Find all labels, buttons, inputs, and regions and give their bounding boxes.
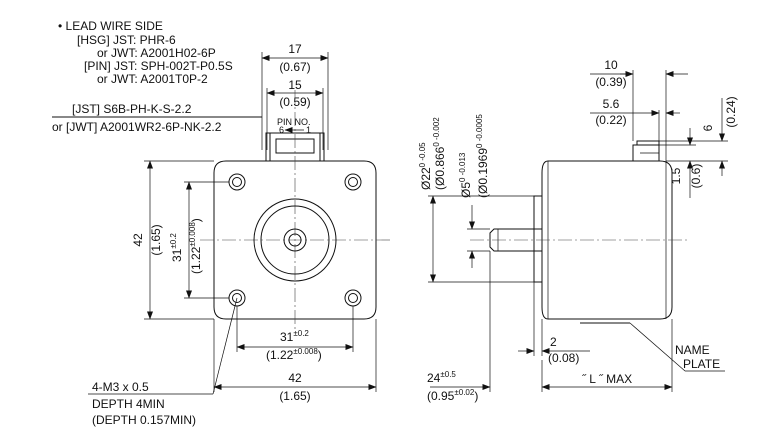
hole-callout: 4-M3 x 0.5 (92, 380, 149, 394)
shaft (288, 233, 302, 247)
dim-d22: Ø220 -0.05 (418, 142, 433, 190)
dim-1-5: 1.5 (669, 167, 683, 184)
dim-L-max: ˝ L ˝ MAX (582, 372, 632, 386)
mounting-hole (228, 173, 246, 191)
hole-callout-leader (212, 297, 238, 395)
pin-1-label: 1 (306, 125, 311, 135)
pin-no-label: PIN NO. (277, 117, 311, 127)
dim-31-vert: 31±0.2 (169, 233, 184, 262)
dim-17: 17 (288, 42, 302, 56)
dim-24: 24±0.5 (427, 370, 456, 385)
dim-d22-group: Ø220 -0.05 (418, 142, 433, 190)
connector-jst: [JST] S6B-PH-K-S-2.2 (72, 102, 192, 116)
shaft-side (489, 228, 542, 252)
dim-17-in: (0.67) (279, 60, 310, 74)
dim-2-in: (0.08) (548, 351, 579, 365)
dim-10: 10 (604, 58, 618, 72)
lead-wire-notes: • LEAD WIRE SIDE [HSG] JST: PHR-6 or JWT… (58, 19, 233, 86)
dim-2: 2 (550, 335, 557, 349)
lead-wire-heading: • LEAD WIRE SIDE (58, 19, 163, 33)
dim-d5: Ø50 -0.013 (458, 152, 473, 198)
mounting-hole (344, 289, 362, 307)
pilot-flange (533, 195, 543, 283)
name-plate-label-2: PLATE (683, 357, 720, 371)
pilot-outer (253, 198, 337, 282)
side-view: Ø220 -0.05 (Ø0.8660 -0.002 Ø50 -0.013 (Ø… (418, 58, 738, 403)
dim-5-6: 5.6 (603, 97, 620, 111)
dim-42-horiz: 42 (288, 371, 302, 385)
dim-31-horiz-in: (1.22±0.008) (266, 347, 322, 362)
dim-42-horiz-in: (1.65) (279, 389, 310, 403)
dim-d22-in-group: (Ø0.8660 -0.002 (432, 117, 447, 190)
dim-5-6-in: (0.22) (595, 113, 626, 127)
pin-jwt: or JWT: A2001T0P-2 (97, 72, 208, 86)
dim-d22-in: (Ø0.8660 -0.002 (432, 117, 447, 190)
hole-depth: DEPTH 4MIN (92, 397, 165, 411)
shaft-boss (283, 228, 307, 252)
dim-1-5-in: (0.6) (689, 164, 703, 189)
dim-6: 6 (701, 124, 715, 131)
pin-jst: [PIN] JST: SPH-002T-P0.5S (84, 59, 233, 73)
dim-15: 15 (288, 78, 302, 92)
hsg-jwt: or JWT: A2001H02-6P (97, 46, 216, 60)
dim-10-in: (0.39) (595, 75, 626, 89)
mounting-hole (344, 173, 362, 191)
dim-d5-group: Ø50 -0.013 (458, 152, 473, 198)
hsg-jst: [HSG] JST: PHR-6 (77, 33, 176, 47)
pin-6-label: 6 (279, 125, 284, 135)
dim-31-vert-in-group: (1.22±0.008) (188, 218, 203, 274)
motor-body-front (213, 160, 377, 320)
dim-6-in: (0.24) (724, 96, 738, 127)
hole-depth-in: (DEPTH 0.157MIN) (92, 413, 196, 427)
dim-42-vert-in: (1.65) (149, 224, 163, 255)
pilot-inner (260, 205, 330, 275)
front-view: 17 (0.67) 15 (0.59) PIN NO. 6 1 (88, 42, 390, 427)
dim-d5-in-group: (Ø0.19690 -0.0005 (475, 114, 490, 198)
dim-d5-in: (Ø0.19690 -0.0005 (475, 114, 490, 198)
name-plate-leader (629, 322, 686, 372)
connector-notes: [JST] S6B-PH-K-S-2.2 or [JWT] A2001WR2-6… (52, 102, 262, 134)
dim-31-vert-in: (1.22±0.008) (188, 218, 203, 274)
dim-31-horiz: 31±0.2 (280, 329, 309, 344)
dim-31-vert-group: 31±0.2 (169, 233, 184, 262)
motor-body-side (541, 160, 673, 320)
dim-24-in: (0.95±0.02) (427, 388, 478, 403)
name-plate-label-1: NAME (675, 343, 710, 357)
connector-jwt: or [JWT] A2001WR2-6P-NK-2.2 (52, 120, 222, 134)
dim-42-vert: 42 (131, 233, 145, 247)
